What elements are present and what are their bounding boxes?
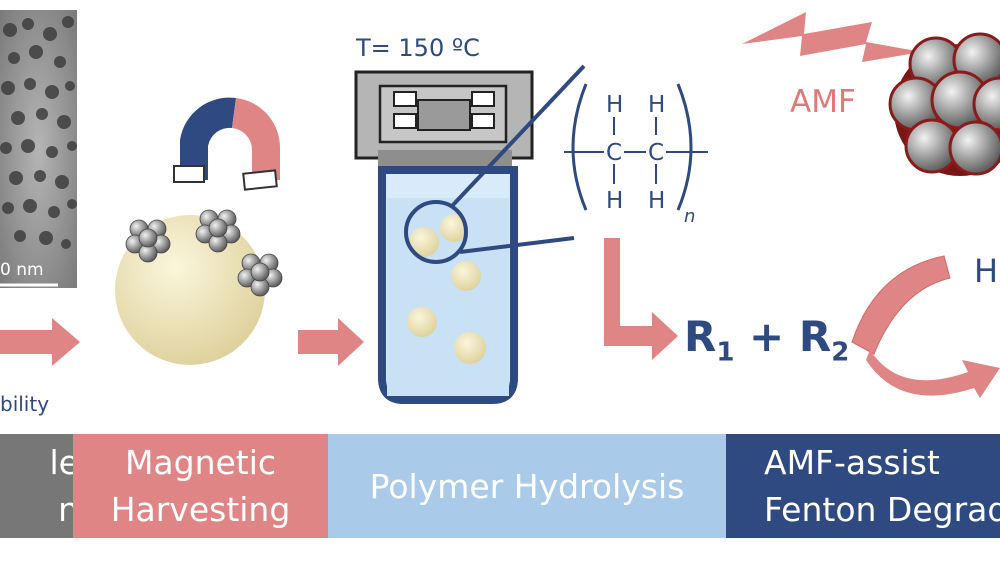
stability-label: bility xyxy=(0,392,50,416)
return-arrow xyxy=(866,350,1000,398)
atom-h: H xyxy=(606,188,623,214)
polyethylene-structure: H H C C H H n xyxy=(564,83,708,227)
band-line: Magnetic xyxy=(124,443,277,482)
autoclave-reactor xyxy=(354,64,586,404)
temperature-label: T= 150 ºC xyxy=(356,34,480,62)
atom-c: C xyxy=(648,140,664,166)
flow-arrow-1 xyxy=(0,318,80,366)
atom-h: H xyxy=(606,92,623,118)
r2-symbol: R xyxy=(798,312,832,361)
amf-label: AMF xyxy=(790,84,856,120)
tem-micrograph xyxy=(0,10,77,288)
step-band-fenton-degradation: AMF-assist Fenton Degrad xyxy=(726,434,1000,538)
reaction-products: R1 + R2 xyxy=(684,312,849,367)
repeat-subscript: n xyxy=(684,206,695,227)
r1-subscript: 1 xyxy=(716,337,735,368)
band-line: Fenton Degrad xyxy=(764,490,1000,529)
step-band-magnetic-harvesting: Magnetic Harvesting xyxy=(73,434,328,538)
scale-bar-label: 0 nm xyxy=(0,260,44,280)
band-line: AMF-assist xyxy=(764,443,940,482)
plus-sign: + xyxy=(734,312,799,361)
horseshoe-magnet-icon xyxy=(173,97,281,191)
atom-c: C xyxy=(606,140,622,166)
band-line: n xyxy=(58,490,73,529)
curved-arrow xyxy=(851,255,951,355)
atom-h: H xyxy=(648,188,665,214)
band-line: le xyxy=(49,443,73,482)
atom-h: H xyxy=(648,92,665,118)
h-label: H xyxy=(974,252,999,290)
hydrolysis-arrow xyxy=(604,238,678,360)
band-line: Harvesting xyxy=(110,490,291,529)
step-band-synthesis: le n xyxy=(0,434,73,538)
magnetic-nanoparticle-cluster xyxy=(888,32,1000,176)
band-line: Polymer Hydrolysis xyxy=(369,466,685,506)
r1-symbol: R xyxy=(684,312,717,361)
polymer-bead-with-nanoparticles xyxy=(115,209,283,365)
lightning-bolt-icon xyxy=(742,12,922,62)
flow-arrow-2 xyxy=(298,318,364,366)
r2-subscript: 2 xyxy=(831,337,850,368)
step-band-polymer-hydrolysis: Polymer Hydrolysis xyxy=(328,434,726,538)
